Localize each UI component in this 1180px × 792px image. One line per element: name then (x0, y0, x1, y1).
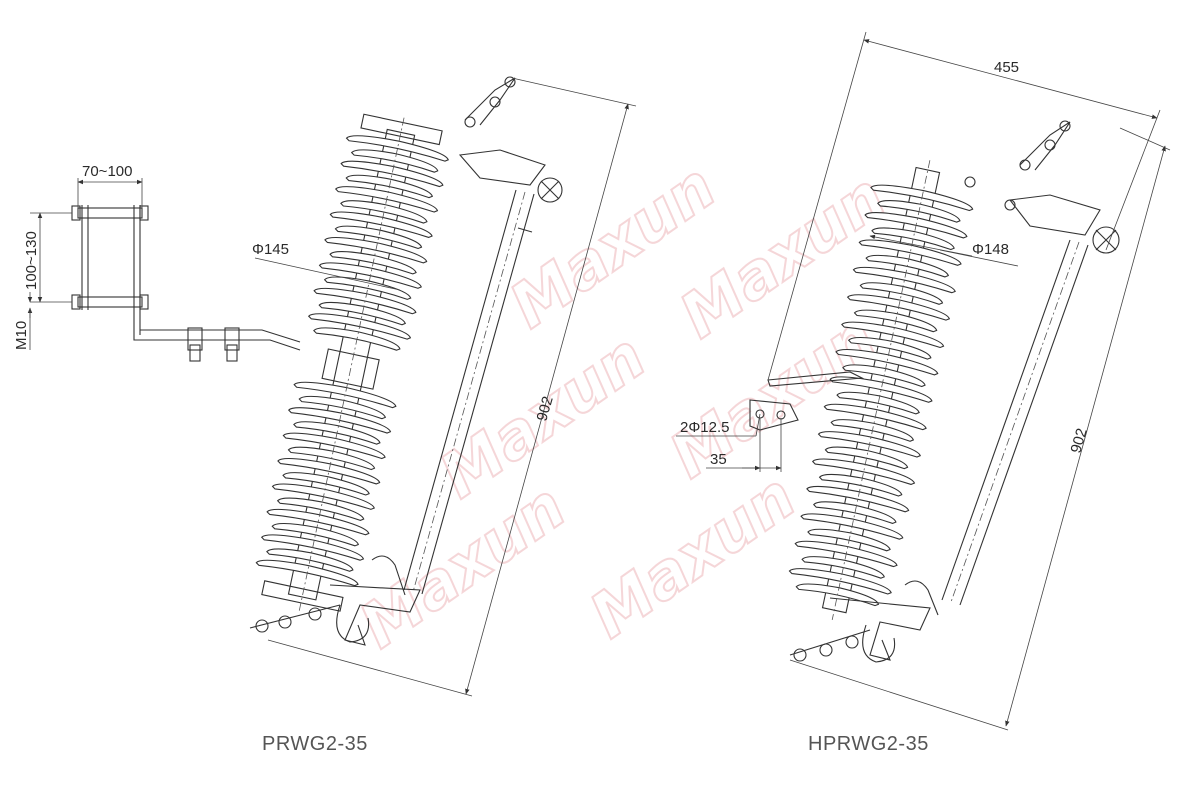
right-diameter-dimension: Φ148 (869, 234, 1019, 267)
insulator-shed (806, 485, 910, 513)
right-length-label: 902 (1068, 426, 1091, 455)
right-drawing: 455 Φ148 2Φ12.5 35 902 HPRWG2-35 (676, 31, 1171, 755)
insulator-shed (329, 211, 433, 239)
left-diameter-label: Φ145 (252, 241, 289, 258)
hole-spacing-label: 35 (710, 451, 727, 468)
insulator-shed (266, 508, 370, 536)
insulator-shed (813, 501, 897, 525)
insulator-shed (334, 225, 423, 250)
insulator-shed (829, 376, 933, 403)
right-diameter-label: Φ148 (972, 241, 1009, 258)
insulator-shed (298, 395, 387, 420)
left-length-dimension: 902 (267, 77, 637, 697)
insulator-shed (282, 432, 386, 460)
insulator-shed (852, 266, 956, 294)
bracket-dimensions: 70~100 100~130 M10 (13, 163, 143, 350)
insulator-shed (835, 348, 939, 376)
insulator-shed (318, 301, 406, 326)
insulator-shed (345, 135, 449, 162)
insulator-shed (811, 458, 916, 486)
left-drawing: 70~100 100~130 M10 (13, 76, 637, 755)
right-length-dimension: 902 (789, 127, 1171, 731)
insulator-shed (788, 568, 892, 595)
hole-spec-label: 2Φ12.5 (680, 419, 730, 436)
insulator-shed (859, 282, 944, 305)
insulator-body (255, 113, 449, 612)
fuse-tube (941, 120, 1120, 606)
insulator-shed (836, 391, 920, 415)
right-model-label: HPRWG2-35 (808, 733, 929, 755)
left-length-label: 902 (534, 394, 557, 423)
insulator-shed (340, 160, 444, 188)
hole-dimensions: 2Φ12.5 35 (676, 413, 782, 472)
width-label: 455 (994, 59, 1019, 76)
left-diameter-dimension: Φ145 (252, 241, 401, 291)
bracket-height-label: 100~130 (23, 231, 40, 290)
mounting-bracket (30, 205, 301, 362)
bottom-contact (789, 580, 939, 663)
insulator-shed (277, 458, 381, 485)
bottom-contact (249, 555, 421, 646)
watermark-text: Maxun (577, 460, 809, 653)
insulator-shed (271, 522, 359, 547)
bolt-label: M10 (13, 321, 30, 350)
insulator-shed (858, 239, 962, 266)
left-model-label: PRWG2-35 (262, 733, 368, 755)
insulator-body (788, 160, 974, 621)
bracket-width-label: 70~100 (82, 163, 132, 180)
